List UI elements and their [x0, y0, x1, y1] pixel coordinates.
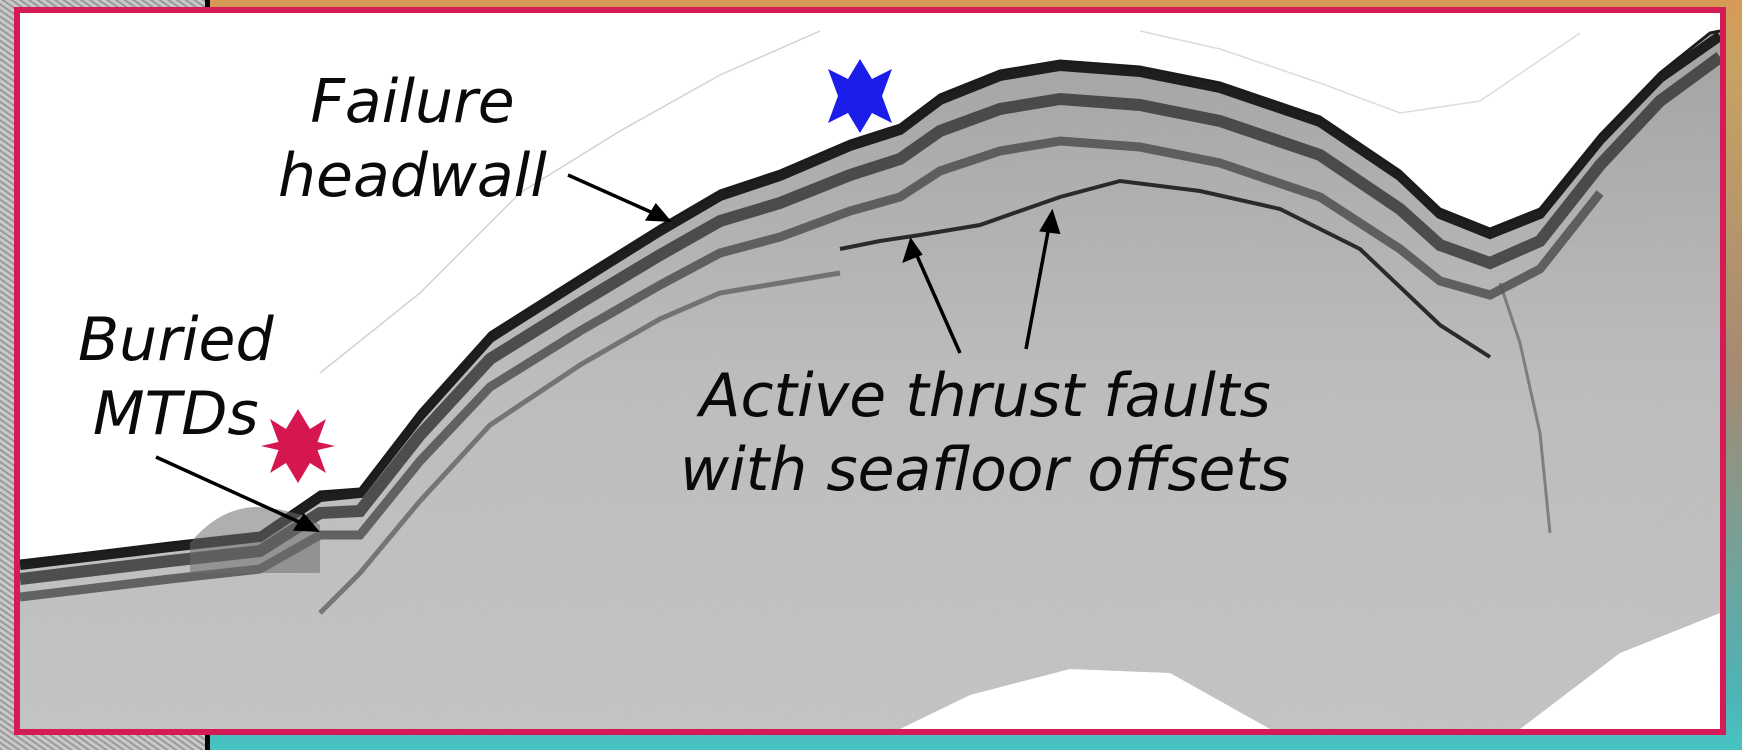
arrowhead-failure-headwall: [648, 206, 668, 220]
buried-mtd-mound: [190, 507, 320, 573]
label-thrust-line1: Active thrust faults: [680, 359, 1290, 433]
label-thrust-line2: with seafloor offsets: [680, 433, 1290, 507]
label-buried-mtds: Buried MTDs: [78, 303, 274, 451]
label-thrust-faults: Active thrust faults with seafloor offse…: [680, 359, 1290, 507]
arrow-failure-headwall: [568, 175, 662, 217]
label-failure-headwall: Failure headwall: [278, 65, 547, 213]
label-buried-line2: MTDs: [78, 377, 274, 451]
blue-star-marker: [828, 59, 892, 133]
label-failure-line2: headwall: [278, 139, 547, 213]
label-buried-line1: Buried: [78, 303, 274, 377]
seismic-profile-panel: Failure headwall Buried MTDs Active thru…: [14, 7, 1726, 735]
label-failure-line1: Failure: [278, 65, 547, 139]
